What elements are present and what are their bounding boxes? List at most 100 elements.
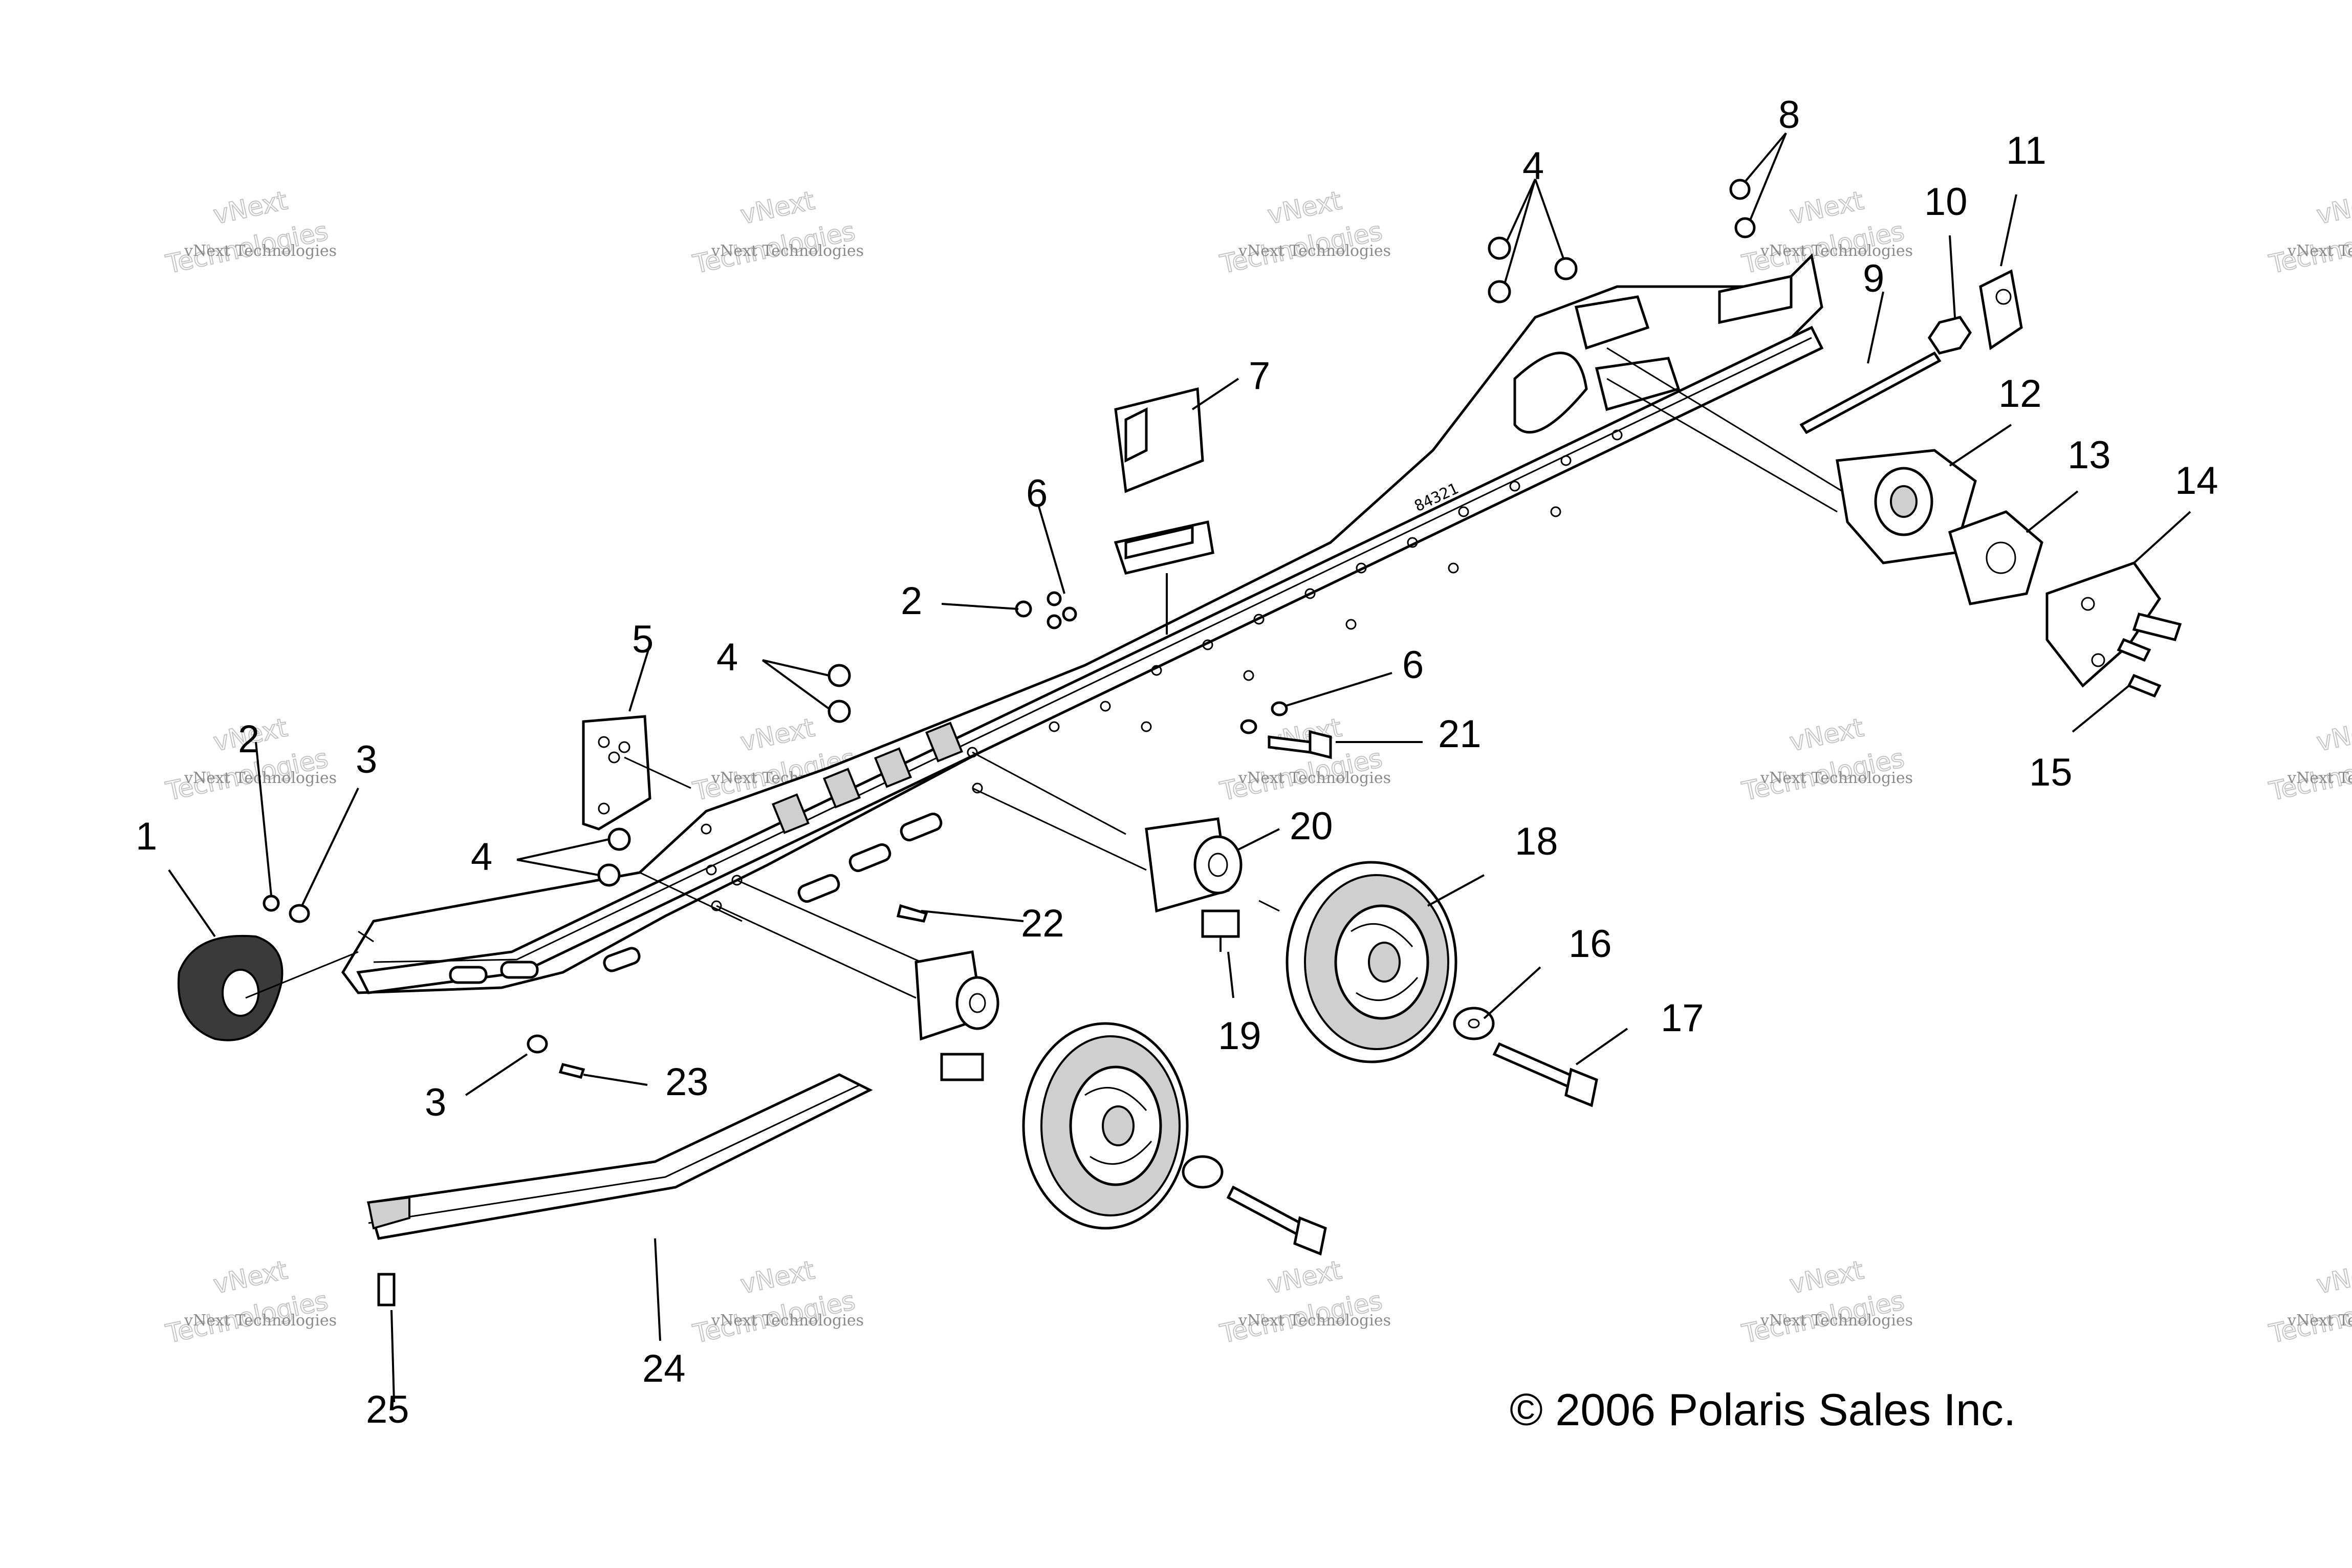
label-20: 20 bbox=[1290, 804, 1333, 848]
label-9: 9 bbox=[1863, 257, 1884, 300]
svg-text:vNext: vNext bbox=[1787, 1255, 1866, 1299]
part-17-axle-bolt bbox=[1492, 1042, 1598, 1107]
svg-text:vNext Technologies: vNext Technologies bbox=[1760, 1312, 1913, 1330]
svg-text:vNext Technologies: vNext Technologies bbox=[711, 1312, 864, 1330]
label-4: 4 bbox=[1522, 144, 1544, 188]
part-5-bracket-plate bbox=[582, 715, 651, 831]
part-18-idler-wheel bbox=[1286, 861, 1457, 1063]
part-24-hyfax bbox=[366, 1073, 873, 1240]
svg-text:vNext Technologies: vNext Technologies bbox=[2287, 242, 2352, 260]
svg-text:vNext: vNext bbox=[211, 185, 290, 230]
label-3: 3 bbox=[425, 1081, 446, 1124]
part-15-bolts bbox=[2117, 613, 2182, 698]
part-5-holes bbox=[598, 736, 630, 815]
label-19: 19 bbox=[1218, 1014, 1261, 1058]
part-10-nut bbox=[1927, 316, 1972, 355]
svg-text:vNext: vNext bbox=[1265, 1255, 1344, 1299]
svg-text:vNext Technologies: vNext Technologies bbox=[1238, 769, 1391, 787]
watermark: vNext Technologies vNext Technologies bbox=[1217, 185, 1391, 280]
label-2: 2 bbox=[901, 579, 922, 623]
svg-text:vNext: vNext bbox=[738, 712, 817, 757]
svg-text:vNext Technologies: vNext Technologies bbox=[711, 242, 864, 260]
label-13: 13 bbox=[2067, 433, 2111, 477]
part-9-shaft bbox=[1799, 351, 1942, 434]
watermark: vNext Technologies vNext Technologies bbox=[1739, 712, 1913, 807]
rail-window bbox=[1718, 274, 1793, 324]
part-7-bumper bbox=[1114, 387, 1214, 575]
part-13-block bbox=[1948, 510, 2043, 605]
watermark: vNext Technologies vNext Technologies bbox=[2266, 712, 2352, 807]
rail-assembly: 84321 bbox=[341, 253, 1824, 994]
watermark: vNext Technologies vNext Technologies bbox=[690, 1254, 864, 1349]
part-19-bolt bbox=[1201, 909, 1240, 952]
copyright-notice: © 2006 Polaris Sales Inc. bbox=[1510, 1384, 2016, 1435]
svg-text:vNext: vNext bbox=[2314, 712, 2352, 757]
small-bolts bbox=[377, 730, 1332, 1306]
watermark: vNext Technologies vNext Technologies bbox=[2266, 1254, 2352, 1349]
label-1: 1 bbox=[136, 815, 157, 858]
label-17: 17 bbox=[1661, 996, 1704, 1040]
watermark: vNext Technologies vNext Technologies bbox=[163, 185, 337, 280]
label-3: 3 bbox=[356, 738, 377, 781]
svg-text:vNext Technologies: vNext Technologies bbox=[184, 242, 337, 260]
svg-text:vNext: vNext bbox=[211, 1255, 290, 1299]
axle-bolt-lower bbox=[1226, 1185, 1327, 1256]
watermark: vNext Technologies vNext Technologies bbox=[690, 185, 864, 280]
bolt-lower-19 bbox=[940, 1053, 984, 1081]
part-20-idler-mount bbox=[1145, 817, 1243, 913]
svg-text:vNext: vNext bbox=[2314, 185, 2352, 230]
watermark: vNext Technologies vNext Technologies bbox=[163, 1254, 337, 1349]
svg-text:vNext Technologies: vNext Technologies bbox=[184, 1312, 337, 1330]
rail-window bbox=[1595, 357, 1681, 411]
part-labels: 1 2 2 3 3 4 4 4 5 6 6 7 8 9 10 11 12 13 … bbox=[136, 93, 2218, 1431]
label-22: 22 bbox=[1021, 902, 1064, 945]
label-7: 7 bbox=[1249, 354, 1270, 398]
watermark: vNext Technologies vNext Technologies bbox=[1217, 1254, 1391, 1349]
rail-slide-strip bbox=[356, 325, 1824, 994]
svg-text:vNext: vNext bbox=[1787, 712, 1866, 757]
svg-text:vNext Technologies: vNext Technologies bbox=[1238, 1312, 1391, 1330]
watermark: vNext Technologies vNext Technologies bbox=[2266, 185, 2352, 280]
rail-body bbox=[341, 253, 1823, 994]
rail-window bbox=[1513, 352, 1588, 434]
rail-window bbox=[1574, 295, 1650, 350]
label-6: 6 bbox=[1026, 472, 1048, 515]
svg-text:vNext Technologies: vNext Technologies bbox=[1238, 242, 1391, 260]
label-24: 24 bbox=[642, 1347, 686, 1390]
watermark: vNext Technologies vNext Technologies bbox=[1739, 1254, 1913, 1349]
label-10: 10 bbox=[1924, 180, 1968, 224]
label-18: 18 bbox=[1515, 820, 1558, 863]
label-6: 6 bbox=[1402, 643, 1424, 687]
svg-text:vNext Technologies: vNext Technologies bbox=[2287, 1312, 2352, 1330]
nuts bbox=[263, 179, 1756, 1054]
watermark: vNext Technologies vNext Technologies bbox=[1739, 185, 1913, 280]
label-2: 2 bbox=[238, 717, 259, 761]
wheel-lower-idler bbox=[1022, 1022, 1189, 1230]
label-16: 16 bbox=[1569, 922, 1612, 966]
svg-text:vNext Technologies: vNext Technologies bbox=[1760, 242, 1913, 260]
svg-text:vNext: vNext bbox=[1265, 185, 1344, 230]
label-14: 14 bbox=[2175, 459, 2218, 503]
part-12-housing bbox=[1836, 449, 1977, 564]
label-11: 11 bbox=[2006, 129, 2046, 172]
washer-lower bbox=[1182, 1155, 1224, 1189]
label-8: 8 bbox=[1778, 93, 1800, 137]
svg-text:vNext Technologies: vNext Technologies bbox=[1760, 769, 1913, 787]
label-21: 21 bbox=[1438, 712, 1482, 756]
rail-slots bbox=[449, 722, 964, 984]
label-4: 4 bbox=[471, 835, 492, 879]
part-1-front-cap bbox=[177, 934, 284, 1041]
svg-text:vNext: vNext bbox=[2314, 1255, 2352, 1299]
svg-text:vNext: vNext bbox=[1787, 185, 1866, 230]
svg-text:vNext Technologies: vNext Technologies bbox=[2287, 769, 2352, 787]
label-4: 4 bbox=[716, 636, 738, 679]
part-16-washer bbox=[1453, 1007, 1495, 1040]
svg-text:vNext: vNext bbox=[738, 185, 817, 230]
label-12: 12 bbox=[1998, 372, 2042, 416]
rail-holes bbox=[701, 429, 1623, 911]
part-20b-idler-mount-lower bbox=[914, 950, 999, 1041]
svg-text:vNext: vNext bbox=[738, 1255, 817, 1299]
leader-lines bbox=[168, 132, 2191, 1403]
label-5: 5 bbox=[632, 618, 654, 661]
